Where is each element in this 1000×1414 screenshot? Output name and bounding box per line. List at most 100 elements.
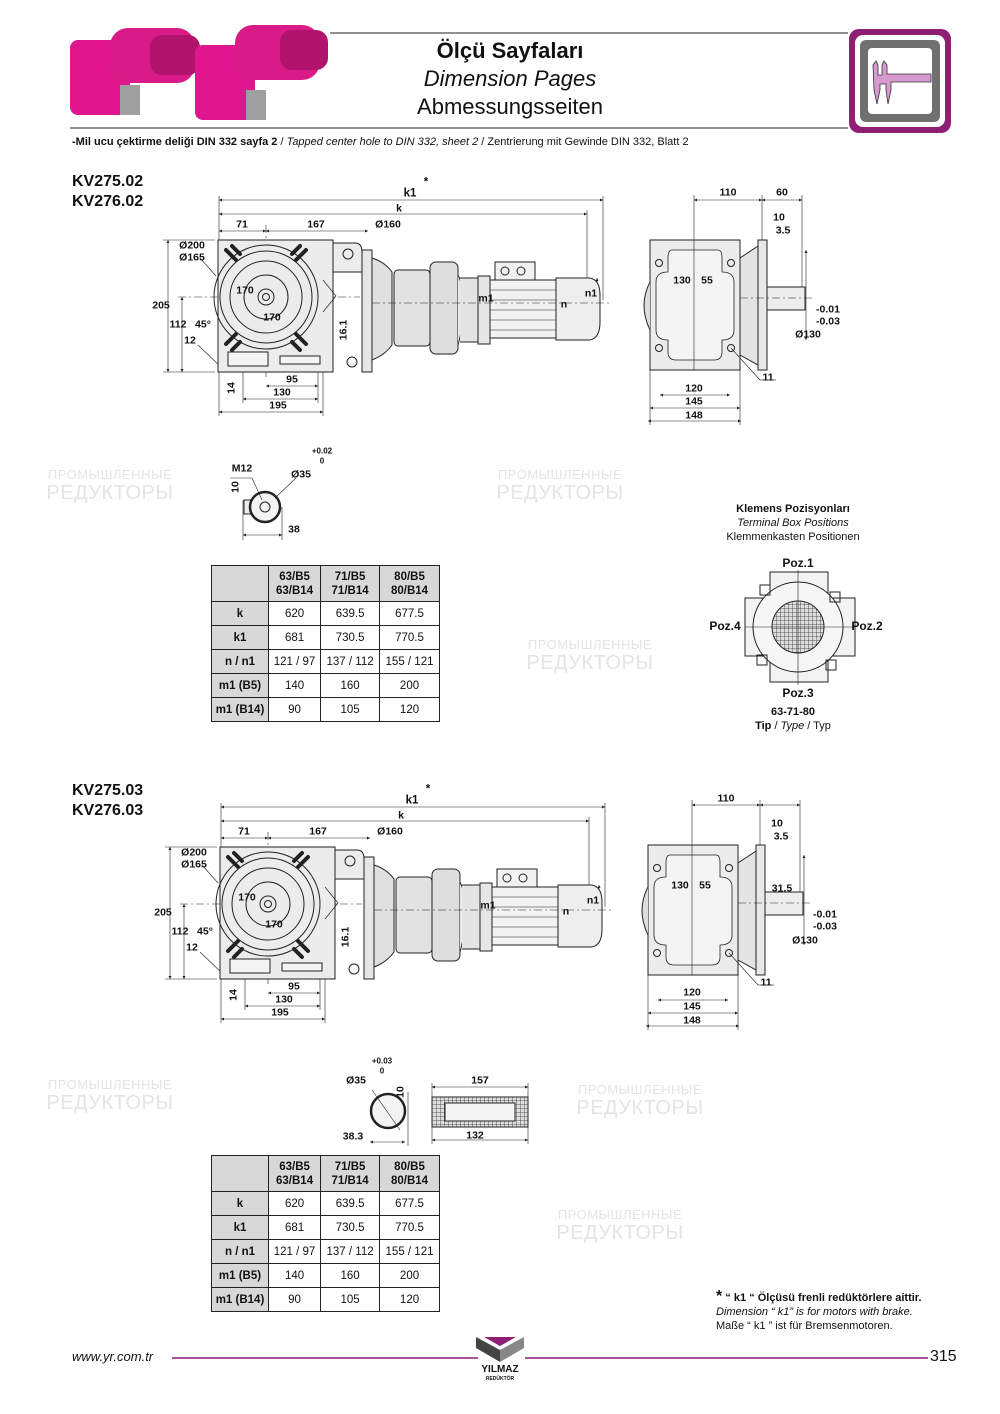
shaft-dimension-d38: 38 xyxy=(288,523,300,536)
side-dimension-tol_upper: -0.01 xyxy=(813,908,837,921)
front-dimension-d12: 12 xyxy=(186,941,198,954)
footnote-star: * xyxy=(716,1288,723,1305)
row-label: k1 xyxy=(211,1215,269,1240)
table-cell: 639.5 xyxy=(320,601,381,626)
side-dimension-tol_upper: -0.01 xyxy=(816,303,840,316)
side-dimension-phi130: Ø130 xyxy=(792,934,818,947)
side-dimension-d145: 145 xyxy=(683,1000,701,1013)
front-dimension-d170b: 170 xyxy=(265,918,283,931)
front-dimension-k1: k1 xyxy=(403,187,417,200)
front-dimension-m1: m1 xyxy=(478,292,494,305)
front-dimension-d167: 167 xyxy=(307,218,325,231)
row-label: n / n1 xyxy=(211,1239,269,1264)
row-label: m1 (B14) xyxy=(211,1287,269,1312)
side-dimension-phi130: Ø130 xyxy=(795,328,821,341)
note-sep: / xyxy=(280,136,284,148)
front-dimension-phi200: Ø200 xyxy=(181,846,207,859)
position-4-label: Poz.4 xyxy=(709,619,741,633)
watermark-line: ПРОМЫШЛЕННЫЕ xyxy=(47,1077,173,1092)
table-cell: 137 / 112 xyxy=(320,649,381,674)
hollow-shaft-detail xyxy=(369,1083,529,1146)
table-cell: 140 xyxy=(267,1263,322,1288)
corner-cell xyxy=(211,1155,269,1192)
header-line: 63/B14 xyxy=(276,584,314,597)
side-dimension-d148: 148 xyxy=(685,409,703,422)
row-label: m1 (B5) xyxy=(211,673,269,698)
front-dimension-n: n xyxy=(560,298,568,311)
footnote-en: Dimension “ k1” is for motors with brake… xyxy=(716,1306,913,1318)
row-label: k xyxy=(211,601,269,626)
shaft-dimension-tol_upper: +0.02 xyxy=(311,446,333,456)
footnote-tr: “ k1 “ Ölçüsü frenli redüktörlere aittir… xyxy=(725,1292,922,1304)
watermark-line: РЕДУКТОРЫ xyxy=(526,652,654,674)
table-cell: 730.5 xyxy=(320,625,381,650)
note-en: Tapped center hole to DIN 332, sheet 2 xyxy=(286,136,479,148)
sep: / xyxy=(774,720,778,732)
sep: / xyxy=(807,720,811,732)
center-hole-note: -Mil ucu çektirme deliği DIN 332 sayfa 2… xyxy=(72,136,689,148)
front-dimension-phi160: Ø160 xyxy=(377,825,403,838)
header-line: 71/B14 xyxy=(331,584,369,597)
front-dimension-d14: 14 xyxy=(225,382,238,394)
shaft-dimension-tol_upper: +0.03 xyxy=(371,1056,393,1066)
header-line: 80/B14 xyxy=(390,584,429,597)
front-dimension-d16_1: 16.1 xyxy=(339,926,352,948)
header-line: 80/B5 xyxy=(394,1160,425,1173)
caliper-icon xyxy=(849,29,951,133)
model-label: KV275.03 xyxy=(72,782,144,799)
watermark-line: ПРОМЫШЛЕННЫЕ xyxy=(47,467,173,482)
front-dimension-d170b: 170 xyxy=(263,311,281,324)
front-dimension-d205: 205 xyxy=(152,299,170,312)
table-cell: 90 xyxy=(267,1287,322,1312)
watermark-line: РЕДУКТОРЫ xyxy=(46,1092,174,1114)
page-title-en: Dimension Pages xyxy=(423,66,597,91)
front-dimension-star: * xyxy=(423,176,429,189)
side-dimension-d31_5: 31.5 xyxy=(771,882,793,895)
side-dimension-d55: 55 xyxy=(699,879,711,892)
front-dimension-angle: 45° xyxy=(195,318,211,331)
table-cell: 121 / 97 xyxy=(267,1239,322,1264)
watermark-line: РЕДУКТОРЫ xyxy=(576,1097,704,1119)
header-line: 80/B5 xyxy=(394,570,425,583)
side-dimension-d11: 11 xyxy=(762,371,774,384)
watermark-line: ПРОМЫШЛЕННЫЕ xyxy=(497,467,623,482)
side-dimension-d3_5: 3.5 xyxy=(775,224,791,237)
note-sep: / xyxy=(481,136,485,148)
shaft-dimension-thread: M12 xyxy=(231,462,253,475)
front-dimension-phi160: Ø160 xyxy=(375,218,401,231)
side-dimension-d130: 130 xyxy=(673,274,691,287)
side-dimension-d130: 130 xyxy=(671,879,689,892)
website-link[interactable]: www.yr.com.tr xyxy=(72,1349,154,1364)
side-view-drawing-1 xyxy=(643,195,815,425)
front-dimension-k: k xyxy=(396,202,402,215)
table-cell: 639.5 xyxy=(320,1191,381,1216)
shaft-dimension-phi35: Ø35 xyxy=(346,1074,366,1087)
gearmotor-images xyxy=(70,25,328,120)
terminal-box-diagram xyxy=(744,570,856,685)
front-dimension-d170a: 170 xyxy=(236,284,254,297)
side-dimension-tol_lower: -0.03 xyxy=(816,315,840,328)
shaft-dimension-d157: 157 xyxy=(471,1074,489,1087)
model-label: KV275.02 xyxy=(72,173,144,190)
front-dimension-n: n xyxy=(562,905,570,918)
shaft-dimension-d132: 132 xyxy=(466,1129,484,1142)
footnote-de: Maße “ k1 ” ist für Bremsenmotoren. xyxy=(716,1320,893,1332)
watermark-line: ПРОМЫШЛЕННЫЕ xyxy=(577,1082,703,1097)
type-tr: Tip xyxy=(755,720,772,732)
header-line: 80/B14 xyxy=(390,1174,429,1187)
table-cell: 770.5 xyxy=(379,625,440,650)
shaft-dimension-d10: 10 xyxy=(394,1086,407,1098)
table-cell: 620 xyxy=(267,601,322,626)
footnote: * “ k1 “ Ölçüsü frenli redüktörlere aitt… xyxy=(716,1288,922,1333)
side-dimension-d60: 60 xyxy=(776,186,788,199)
